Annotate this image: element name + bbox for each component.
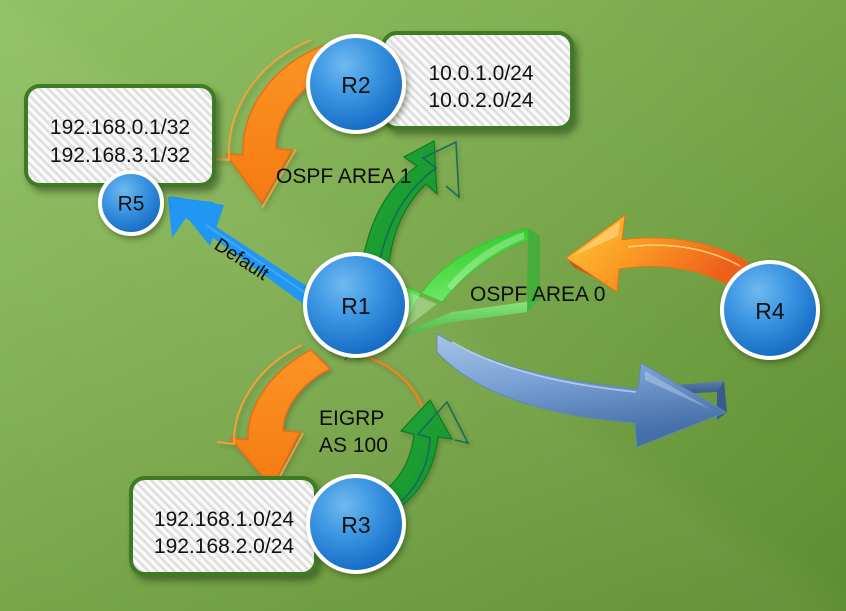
label-ospf-area-1: OSPF AREA 1 (276, 165, 411, 188)
box-r2-line-2: 10.0.2.0/24 (428, 89, 533, 112)
router-node-r2[interactable]: R2 (306, 34, 406, 134)
router-label-r2: R2 (341, 72, 370, 98)
box-r5-networks: 192.168.0.1/32 192.168.3.1/32 (24, 84, 216, 187)
router-circle-r4[interactable] (720, 260, 820, 360)
box-r2-networks: 10.0.1.0/24 10.0.2.0/24 (381, 31, 574, 130)
router-node-r1[interactable]: R1 (303, 252, 409, 358)
router-nodes-layer: R2 R1 R3 R4 R5 (98, 34, 820, 574)
network-boxes-layer: 192.168.0.1/32 192.168.3.1/32 10.0.1.0/2… (24, 31, 574, 576)
router-circle-r5[interactable] (98, 170, 164, 236)
router-circle-r2[interactable] (306, 34, 406, 134)
label-ospf-area-0: OSPF AREA 0 (470, 283, 605, 306)
arrow-r4-to-r1-blue (436, 333, 727, 448)
router-node-r4[interactable]: R4 (720, 260, 820, 360)
arrow-r2-to-r1-orange (213, 39, 340, 209)
label-eigrp-line-1: EIGRP (319, 407, 384, 430)
arrow-r3-to-r1-green (382, 398, 470, 509)
box-r3-line-2: 192.168.2.0/24 (154, 535, 294, 558)
box-r5-line-1: 192.168.0.1/32 (50, 116, 190, 139)
box-r5-line-2: 192.168.3.1/32 (50, 144, 190, 167)
router-label-r3: R3 (341, 512, 370, 538)
router-node-r5[interactable]: R5 (98, 170, 164, 236)
box-r3-networks: 192.168.1.0/24 192.168.2.0/24 (129, 476, 318, 576)
box-r3-line-1: 192.168.1.0/24 (154, 508, 294, 531)
router-circle-r3[interactable] (306, 474, 406, 574)
router-circle-r1[interactable] (303, 252, 409, 358)
box-r2-line-1: 10.0.1.0/24 (428, 62, 533, 85)
router-label-r4: R4 (755, 298, 785, 324)
router-label-r5: R5 (118, 193, 145, 216)
arrow-r4-to-r1-amber (565, 214, 749, 293)
arrow-r1-to-r4-green-bright (396, 227, 540, 339)
router-label-r1: R1 (341, 293, 370, 319)
label-eigrp-line-2: AS 100 (319, 434, 388, 457)
router-node-r3[interactable]: R3 (306, 474, 406, 574)
